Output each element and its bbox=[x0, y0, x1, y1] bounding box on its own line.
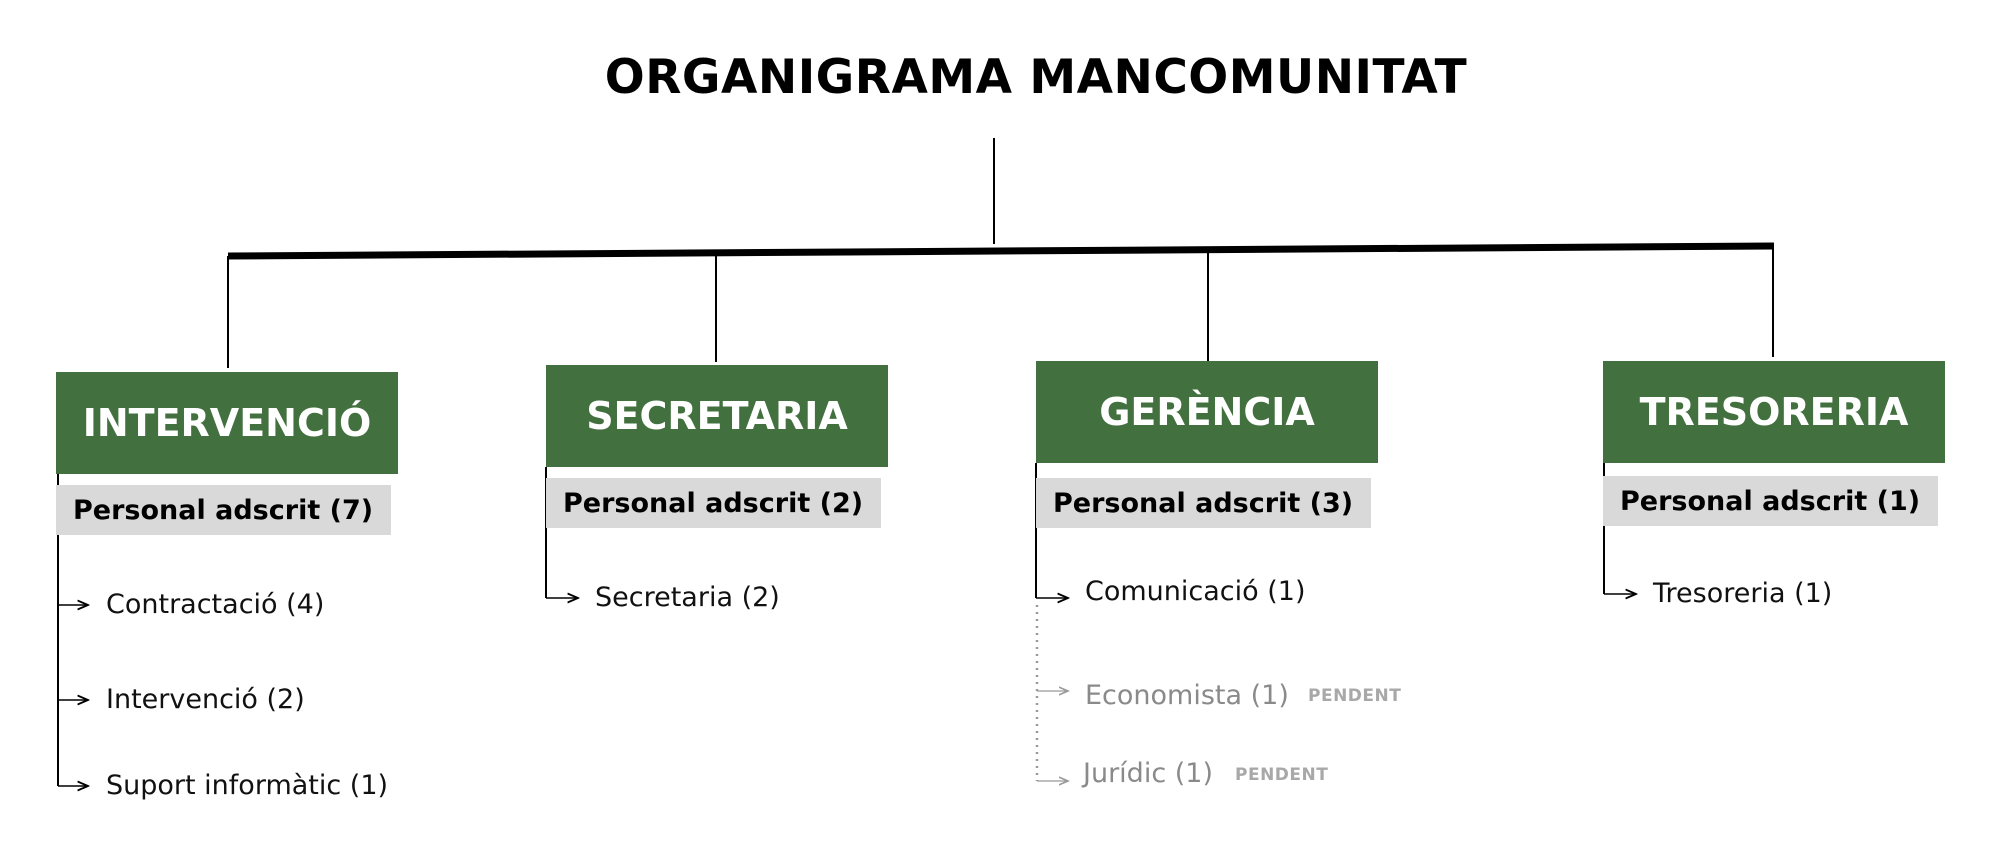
list-item-pending: Economista (1) bbox=[1085, 680, 1289, 711]
horizontal-bar bbox=[227, 242, 1775, 260]
list-item: Contractació (4) bbox=[106, 589, 325, 620]
list-item: Suport informàtic (1) bbox=[106, 770, 389, 801]
dept-header-tresoreria: TRESORERIA bbox=[1603, 361, 1945, 463]
staff-count-secretaria: Personal adscrit (2) bbox=[546, 478, 881, 528]
list-item-pending: Jurídic (1) bbox=[1083, 758, 1213, 789]
pending-badge: PENDENT bbox=[1235, 765, 1329, 785]
list-item: Intervenció (2) bbox=[106, 684, 305, 715]
dept-header-secretaria: SECRETARIA bbox=[546, 365, 888, 467]
list-item: Tresoreria (1) bbox=[1653, 578, 1833, 609]
staff-count-intervencio: Personal adscrit (7) bbox=[56, 485, 391, 535]
staff-count-tresoreria: Personal adscrit (1) bbox=[1603, 476, 1938, 526]
list-item: Secretaria (2) bbox=[595, 582, 780, 613]
dept-header-intervencio: INTERVENCIÓ bbox=[56, 372, 398, 474]
list-item: Comunicació (1) bbox=[1085, 576, 1306, 607]
pending-badge: PENDENT bbox=[1308, 686, 1402, 706]
staff-count-gerencia: Personal adscrit (3) bbox=[1036, 478, 1371, 528]
chart-title: ORGANIGRAMA MANCOMUNITAT bbox=[604, 50, 1468, 105]
dept-header-gerencia: GERÈNCIA bbox=[1036, 361, 1378, 463]
